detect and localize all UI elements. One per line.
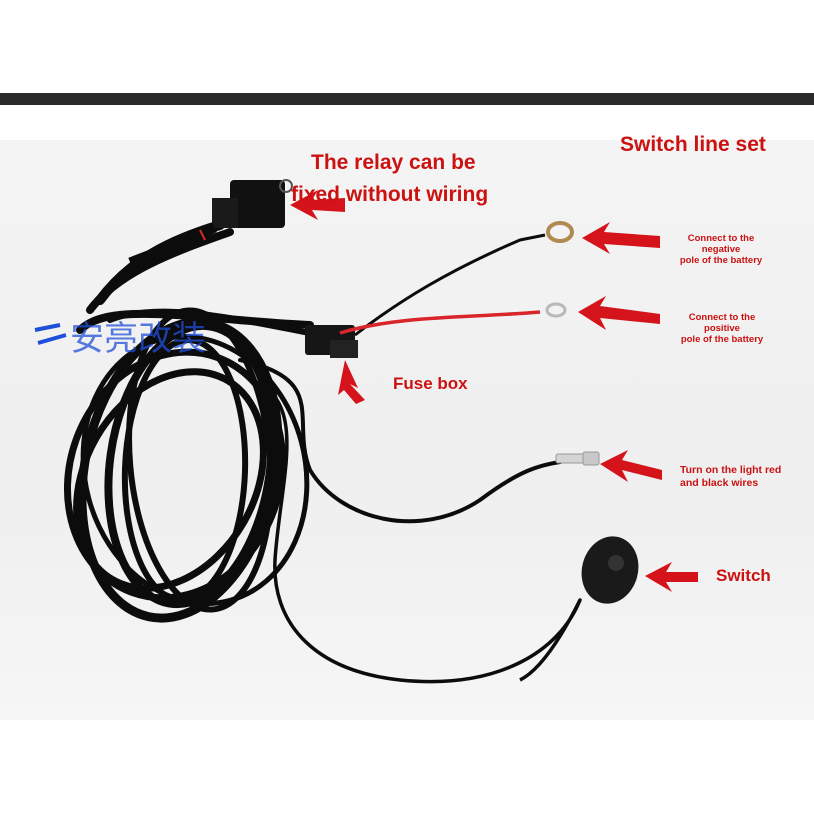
- negative-wire: [354, 221, 574, 337]
- switch-label: Switch: [716, 566, 771, 585]
- watermark-logo: 安亮改装: [34, 319, 206, 359]
- pointer-arrows: [290, 190, 698, 592]
- relay-icon: [128, 179, 293, 267]
- spade-terminal-icon: [555, 451, 600, 466]
- arrow-light-icon: [600, 450, 662, 482]
- svg-text:安亮改装: 安亮改装: [70, 319, 206, 359]
- positive-label-line2: pole of the battery: [680, 334, 764, 345]
- page-title: Switch line set: [620, 133, 766, 156]
- wire-coil: [63, 220, 582, 684]
- light-wires-label: Turn on the light red and black wires: [680, 464, 781, 490]
- fuse-box-label: Fuse box: [393, 374, 468, 393]
- relay-label-line2: fixed without wiring: [291, 183, 489, 206]
- ring-terminal-icon: [546, 221, 574, 243]
- arrow-negative-icon: [582, 222, 660, 254]
- arrow-switch-icon: [645, 562, 698, 592]
- arrow-positive-icon: [578, 296, 660, 330]
- positive-terminal-icon: [545, 302, 567, 318]
- positive-label-line1: Connect to the positive: [688, 312, 756, 334]
- light-label-line2: and black wires: [680, 477, 759, 489]
- top-divider-bar: [0, 93, 814, 105]
- negative-label: Connect to the negative pole of the batt…: [668, 233, 774, 266]
- positive-label: Connect to the positive pole of the batt…: [670, 312, 774, 345]
- positive-wire: [339, 302, 567, 335]
- arrow-relay-icon: [290, 190, 345, 220]
- negative-label-line2: pole of the battery: [679, 255, 763, 266]
- light-label-line1: Turn on the light red: [680, 464, 782, 476]
- push-button-switch-icon: [519, 536, 639, 682]
- arrow-fuse-icon: [338, 360, 365, 404]
- relay-label-line1: The relay can be: [311, 151, 476, 174]
- negative-label-line1: Connect to the negative: [687, 233, 755, 255]
- product-photo-background: [0, 140, 814, 720]
